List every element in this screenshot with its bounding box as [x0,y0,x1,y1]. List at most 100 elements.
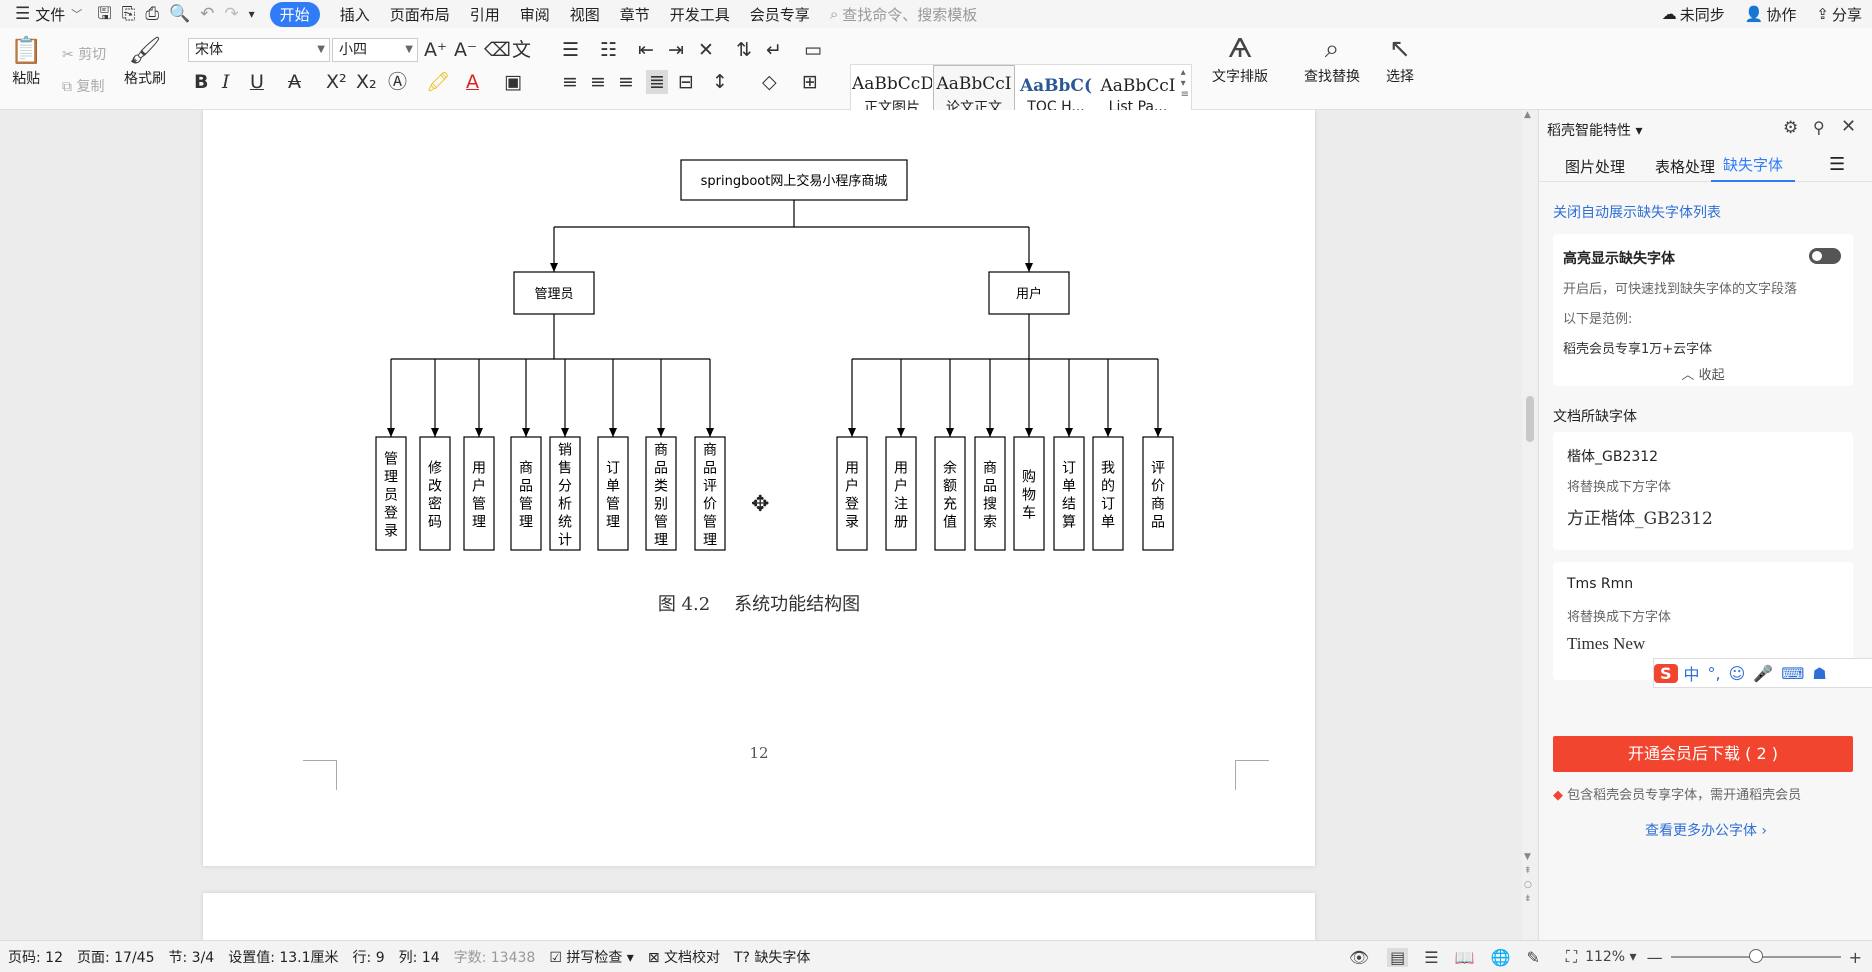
write-mode-icon[interactable]: ✎ [1526,947,1540,967]
zoom-in-icon[interactable]: + [1848,947,1862,967]
sync-status[interactable]: ☁未同步 [1661,5,1725,24]
sort-icon[interactable]: ⇅ [736,39,752,61]
show-marks-icon[interactable]: ↵ [766,39,782,61]
tab-insert[interactable]: 插入 [339,5,370,24]
command-search[interactable]: ⌕查找命令、搜索模板 [829,5,978,24]
page-nav-icons[interactable]: ▼⇞○⇟ [1524,852,1532,904]
close-auto-show-link[interactable]: 关闭自动展示缺失字体列表 [1553,205,1721,221]
download-fonts-button[interactable]: 开通会员后下载 ( 2 ) [1553,736,1853,772]
settings-icon[interactable]: ⚙ [1783,118,1799,138]
bullet-list-icon[interactable]: ☰ [562,39,580,61]
text-effect-icon[interactable]: Ⓐ [388,71,408,93]
tab-review[interactable]: 审阅 [519,5,550,24]
zoom-level[interactable]: 112% ▾ [1585,949,1637,965]
underline-icon[interactable]: U [250,71,264,93]
paste-button[interactable]: 📋粘贴 [10,36,43,87]
panel-title[interactable]: 稻壳智能特性 ▾ [1547,123,1643,139]
document-area[interactable]: springboot网上交易小程序商城管理员用户管理员登录修改密码用户管理商品管… [0,110,1522,940]
ime-toolbar[interactable]: S 中 °, ☺ 🎤 ⌨ ☗ [1653,658,1872,688]
char-border-icon[interactable]: ▣ [504,71,522,93]
collapse-button[interactable]: ︿ 收起 [1681,368,1725,383]
gallery-scroll-icon[interactable]: ▴▾≡ [1180,67,1189,100]
file-menu[interactable]: ☰文件﹀ [0,0,92,28]
tab-member[interactable]: 会员专享 [749,5,810,24]
format-painter-button[interactable]: 🖌格式刷 [124,36,166,87]
align-center-icon[interactable]: ≡ [590,71,606,93]
eye-protection-icon[interactable]: 👁 [1348,947,1370,967]
select-button[interactable]: ↖选择 [1386,34,1414,85]
status-col[interactable]: 列: 14 [398,949,440,966]
vertical-scrollbar[interactable]: ▲ ▼⇞○⇟ [1522,110,1538,940]
reading-view-icon[interactable]: 📖 [1454,947,1475,967]
document-page[interactable]: springboot网上交易小程序商城管理员用户管理员登录修改密码用户管理商品管… [203,110,1315,866]
ruler-icon[interactable]: ▭ [804,39,822,61]
tab-missing-fonts[interactable]: 缺失字体 [1711,150,1795,182]
fit-page-icon[interactable]: ⛶ [1565,947,1578,966]
keyboard-icon[interactable]: ⌨ [1781,663,1805,683]
font-color-icon[interactable]: A [466,71,479,93]
subscript-icon[interactable]: X₂ [356,71,377,93]
zoom-out-icon[interactable]: — [1646,947,1663,967]
scroll-up-icon[interactable]: ▲ [1524,110,1531,120]
tab-section[interactable]: 章节 [619,5,650,24]
tab-developer[interactable]: 开发工具 [669,5,730,24]
phonetic-guide-icon[interactable]: 文 [512,39,532,61]
page-view-icon[interactable]: ▤ [1387,947,1409,967]
punctuation-icon[interactable]: °, [1707,663,1721,683]
highlight-toggle[interactable] [1809,248,1841,264]
find-replace-button[interactable]: ⌕查找替换 [1304,34,1360,85]
tab-references[interactable]: 引用 [469,5,500,24]
numbered-list-icon[interactable]: ☷ [600,39,618,61]
distributed-icon[interactable]: ⊟ [678,71,694,93]
superscript-icon[interactable]: X² [326,71,347,93]
collaborate-button[interactable]: 👤协作 [1744,5,1797,24]
print-icon[interactable]: ⎙ [145,4,159,24]
justify-icon[interactable]: ≣ [646,70,668,94]
tab-table-processing[interactable]: 表格处理 [1655,158,1716,176]
export-pdf-icon[interactable]: ⎘ [121,4,136,24]
increase-indent-icon[interactable]: ⇥ [668,39,684,61]
next-page[interactable] [203,893,1315,940]
highlight-icon[interactable]: 🖍 [426,71,451,93]
undo-icon[interactable]: ↶ [200,4,215,24]
status-word-count[interactable]: 字数: 13438 [453,949,536,966]
copy-button[interactable]: ⧉ 复制 [62,79,105,95]
missing-font-status-button[interactable]: T? 缺失字体 [734,949,811,966]
cut-button[interactable]: ✂ 剪切 [62,47,107,63]
status-section[interactable]: 节: 3/4 [168,949,215,966]
emoji-icon[interactable]: ☺ [1728,663,1746,683]
status-page-number[interactable]: 页码: 12 [8,949,63,966]
shrink-font-icon[interactable]: A⁻ [454,39,478,61]
status-row[interactable]: 行: 9 [352,949,385,966]
doc-proofread-button[interactable]: ⊠ 文档校对 [647,949,720,966]
scrollbar-thumb[interactable] [1526,396,1534,442]
tab-image-processing[interactable]: 图片处理 [1565,158,1626,176]
tab-view[interactable]: 视图 [569,5,600,24]
status-setting[interactable]: 设置值: 13.1厘米 [228,949,339,966]
microphone-icon[interactable]: 🎤 [1753,663,1774,683]
clear-format-icon[interactable]: ⌫ [484,39,511,61]
share-button[interactable]: ⇪分享 [1816,5,1862,24]
tab-home[interactable]: 开始 [260,0,330,28]
pin-icon[interactable]: ⚲ [1813,118,1825,137]
quick-access-dropdown-icon[interactable]: ▾ [248,7,255,21]
align-left-icon[interactable]: ≡ [562,71,578,93]
borders-icon[interactable]: ⊞ [802,71,818,93]
skin-icon[interactable]: ☗ [1812,663,1827,683]
spell-check-button[interactable]: ☑ 拼写检查 ▾ [549,949,634,966]
font-size-select[interactable]: 小四▼ [332,38,418,62]
more-fonts-link[interactable]: 查看更多办公字体 › [1644,823,1768,839]
outline-view-icon[interactable]: ☰ [1424,947,1439,967]
more-menu-icon[interactable]: ☰ [1829,154,1846,175]
close-icon[interactable]: ✕ [1841,116,1857,137]
italic-icon[interactable]: I [222,71,230,93]
bold-icon[interactable]: B [194,71,209,93]
grow-font-icon[interactable]: A⁺ [424,39,448,61]
zoom-slider[interactable] [1670,949,1841,963]
save-icon[interactable]: 🖫 [97,4,112,24]
redo-icon[interactable]: ↷ [224,4,239,24]
line-spacing-icon[interactable]: ↕ [712,71,728,93]
print-preview-icon[interactable]: 🔍 [168,4,191,24]
web-view-icon[interactable]: 🌐 [1490,947,1511,967]
strikethrough-icon[interactable]: A [288,71,301,93]
